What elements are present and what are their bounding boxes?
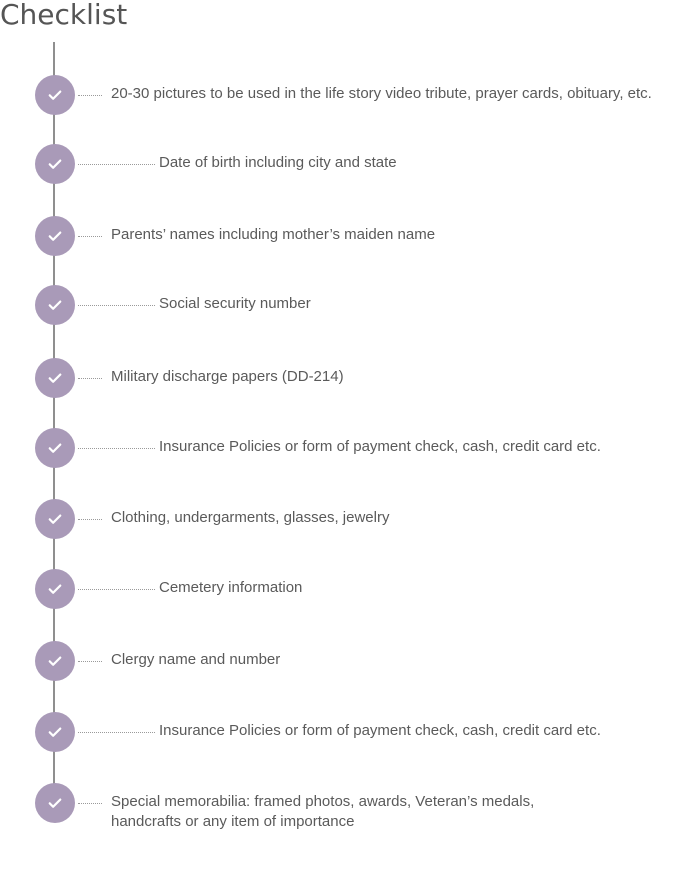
dotted-leader [78,661,102,662]
dotted-leader [78,803,102,804]
check-circle [35,569,75,609]
check-circle [35,216,75,256]
check-icon [48,514,62,524]
dotted-leader [78,589,155,590]
check-icon [48,159,62,169]
checklist-item-label: Social security number [159,295,311,312]
dotted-leader [78,95,102,96]
check-icon [48,373,62,383]
check-icon [48,300,62,310]
dotted-leader [78,378,102,379]
check-circle [35,499,75,539]
checklist-item-label: Special memorabilia: framed photos, awar… [111,793,535,810]
checklist-item-label: Military discharge papers (DD-214) [111,368,344,385]
dotted-leader [78,448,155,449]
dotted-leader [78,236,102,237]
check-icon [48,656,62,666]
checklist-item-label: Insurance Policies or form of payment ch… [159,722,601,739]
check-icon [48,798,62,808]
check-icon [48,443,62,453]
checklist-item-label: Clergy name and number [111,651,281,668]
check-icon [48,584,62,594]
checklist-item-label-line2: handcrafts or any item of importance [111,813,355,830]
checklist-item-label: Cemetery information [159,579,303,596]
dotted-leader [78,164,155,165]
check-circle [35,712,75,752]
checklist-item-label: Parents’ names including mother’s maiden… [111,226,436,243]
dotted-leader [78,305,155,306]
dotted-leader [78,732,155,733]
page-title: Checklist [0,0,128,31]
check-circle [35,285,75,325]
check-circle [35,75,75,115]
check-circle [35,641,75,681]
check-icon [48,727,62,737]
check-circle [35,144,75,184]
check-icon [48,90,62,100]
checklist-item-label: Clothing, undergarments, glasses, jewelr… [111,509,390,526]
check-circle [35,783,75,823]
checklist-item-label: 20-30 pictures to be used in the life st… [111,85,652,102]
check-circle [35,358,75,398]
checklist-item-label: Insurance Policies or form of payment ch… [159,438,601,455]
checklist-item-label: Date of birth including city and state [159,154,397,171]
check-icon [48,231,62,241]
check-circle [35,428,75,468]
dotted-leader [78,519,102,520]
